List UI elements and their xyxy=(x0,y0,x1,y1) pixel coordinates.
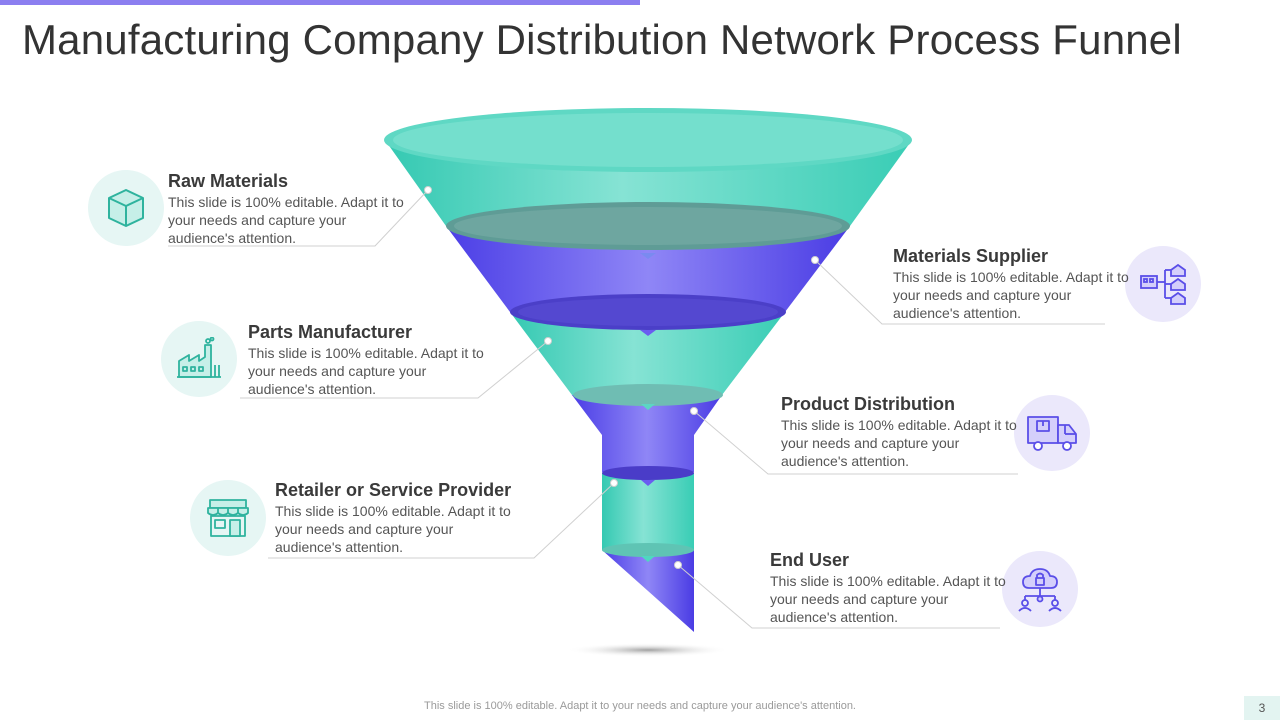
item-product-distribution: Product Distribution This slide is 100% … xyxy=(781,393,1021,470)
item-title: Raw Materials xyxy=(168,171,289,191)
item-title: Retailer or Service Provider xyxy=(275,480,512,500)
item-description: This slide is 100% editable. Adapt it to… xyxy=(893,269,1129,321)
funnel-band-materials-supplier xyxy=(446,226,850,312)
funnel-band-parts-manufacturer xyxy=(510,312,785,395)
item-materials-supplier: Materials Supplier This slide is 100% ed… xyxy=(893,245,1133,322)
funnel-ring-4 xyxy=(602,466,694,480)
connector-dots xyxy=(424,186,819,569)
item-title: Product Distribution xyxy=(781,394,955,414)
item-description: This slide is 100% editable. Adapt it to… xyxy=(770,573,1006,625)
item-description: This slide is 100% editable. Adapt it to… xyxy=(168,194,404,246)
box-icon xyxy=(88,170,164,246)
connector-lines xyxy=(168,189,1105,629)
item-raw-materials: Raw Materials This slide is 100% editabl… xyxy=(168,170,408,247)
funnel-band-end-user xyxy=(602,550,694,632)
footer-note: This slide is 100% editable. Adapt it to… xyxy=(424,700,856,712)
funnel-ring-5 xyxy=(602,543,694,557)
factory-icon xyxy=(161,321,237,397)
funnel-shadow xyxy=(566,643,730,657)
item-title: End User xyxy=(770,550,850,570)
storefront-icon xyxy=(190,480,266,556)
funnel-ring-3 xyxy=(573,384,723,406)
top-accent-bar xyxy=(0,0,640,5)
item-title: Parts Manufacturer xyxy=(248,322,413,342)
page-title: Manufacturing Company Distribution Netwo… xyxy=(22,16,1182,63)
warehouse-network-icon xyxy=(1125,246,1201,322)
item-end-user: End User This slide is 100% editable. Ad… xyxy=(770,549,1010,626)
item-retailer-service-provider: Retailer or Service Provider This slide … xyxy=(275,479,515,556)
item-description: This slide is 100% editable. Adapt it to… xyxy=(781,417,1017,469)
item-parts-manufacturer: Parts Manufacturer This slide is 100% ed… xyxy=(248,321,488,398)
item-title: Materials Supplier xyxy=(893,246,1049,266)
funnel-band-product-distribution xyxy=(572,395,722,472)
funnel-band-retailer xyxy=(602,473,694,550)
page-number: 3 xyxy=(1244,696,1280,720)
delivery-truck-icon xyxy=(1014,395,1090,471)
item-description: This slide is 100% editable. Adapt it to… xyxy=(248,345,484,397)
item-description: This slide is 100% editable. Adapt it to… xyxy=(275,503,511,555)
cloud-users-icon xyxy=(1002,551,1078,627)
